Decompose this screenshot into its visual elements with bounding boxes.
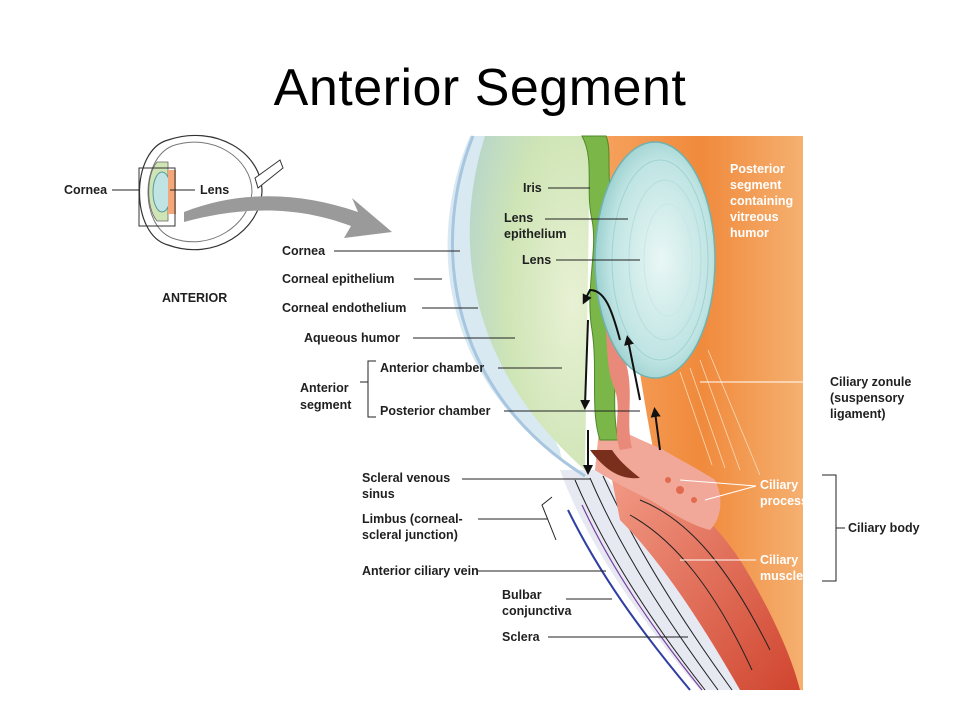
label-ciliary-muscle-2: muscle [760,569,803,583]
label-anterior-ciliary-vein: Anterior ciliary vein [362,564,479,578]
ciliary-muscle [610,470,800,690]
label-zonule-2: (suspensory [830,391,904,405]
label-posterior-3: containing [730,194,793,208]
label-lens-epithelium-2: epithelium [504,227,567,241]
label-ciliary-body: Ciliary body [848,521,920,535]
label-cornea: Cornea [282,244,326,258]
zoom-arrow [184,196,392,238]
label-lens: Lens [522,253,551,267]
page-title: Anterior Segment [273,59,687,117]
inset-eye [138,134,284,251]
label-posterior-5: humor [730,226,769,240]
label-limbus-1: Limbus (corneal- [362,512,463,526]
label-anterior-segment-2: segment [300,398,352,412]
inset-lens-label: Lens [200,183,229,197]
label-limbus-2: scleral junction) [362,528,458,542]
label-aqueous-humor: Aqueous humor [304,331,400,345]
label-corneal-epithelium: Corneal epithelium [282,272,395,286]
label-anterior-segment-1: Anterior [300,381,349,395]
label-ciliary-processes-2: processes [760,494,822,508]
label-ciliary-muscle-1: Ciliary [760,553,798,567]
label-bulbar-1: Bulbar [502,588,542,602]
blood-vessel [567,509,691,691]
label-zonule-1: Ciliary zonule [830,375,911,389]
label-scleral-venous-2: sinus [362,487,395,501]
aqueous-flow-arrows [580,288,661,475]
label-posterior-1: Posterior [730,162,785,176]
label-lens-epithelium-1: Lens [504,211,533,225]
label-ciliary-processes-1: Ciliary [760,478,798,492]
label-bulbar-2: conjunctiva [502,604,573,618]
inset-anterior-label: ANTERIOR [162,291,227,305]
ciliary-zonule-fibers [679,349,761,476]
label-iris: Iris [523,181,542,195]
label-zonule-3: ligament) [830,407,886,421]
label-sclera: Sclera [502,630,541,644]
label-posterior-2: segment [730,178,782,192]
label-posterior-chamber: Posterior chamber [380,404,491,418]
label-posterior-4: vitreous [730,210,779,224]
label-scleral-venous-1: Scleral venous [362,471,450,485]
leader-lines [334,187,845,638]
inset-cornea-label: Cornea [64,183,108,197]
pigment [590,450,640,479]
label-anterior-chamber: Anterior chamber [380,361,484,375]
label-corneal-endothelium: Corneal endothelium [282,301,406,315]
